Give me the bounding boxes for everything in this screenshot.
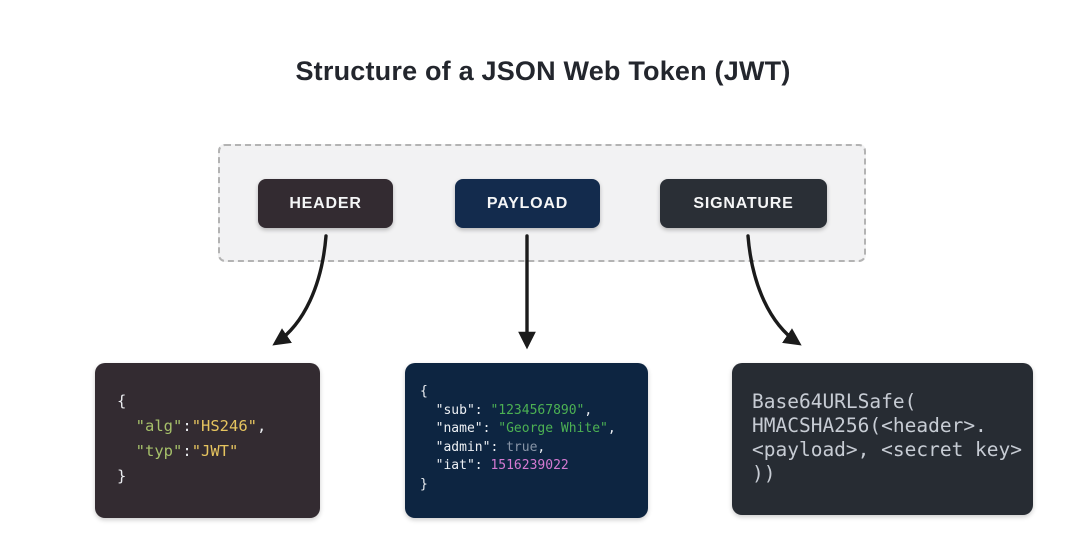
payload-json-card: { "sub": "1234567890", "name": "George W… <box>405 363 648 518</box>
signature-formula-card: Base64URLSafe(HMACSHA256(<header>.<paylo… <box>732 363 1033 515</box>
signature-block-text: SIGNATURE <box>693 194 794 212</box>
signature-formula-code: Base64URLSafe(HMACSHA256(<header>.<paylo… <box>752 390 1023 485</box>
payload-block-text: PAYLOAD <box>486 194 569 212</box>
header-json-card: { "alg":"HS246", "typ":"JWT"} <box>95 363 320 518</box>
header-block-text: HEADER <box>289 194 362 212</box>
payload-json-code: { "sub": "1234567890", "name": "George W… <box>420 384 616 492</box>
payload-block-label: PAYLOAD <box>455 179 600 228</box>
page-title: Structure of a JSON Web Token (JWT) <box>295 56 791 86</box>
header-json-code: { "alg":"HS246", "typ":"JWT"} <box>117 392 267 485</box>
header-block-label: HEADER <box>258 179 393 228</box>
signature-block-label: SIGNATURE <box>660 179 827 228</box>
